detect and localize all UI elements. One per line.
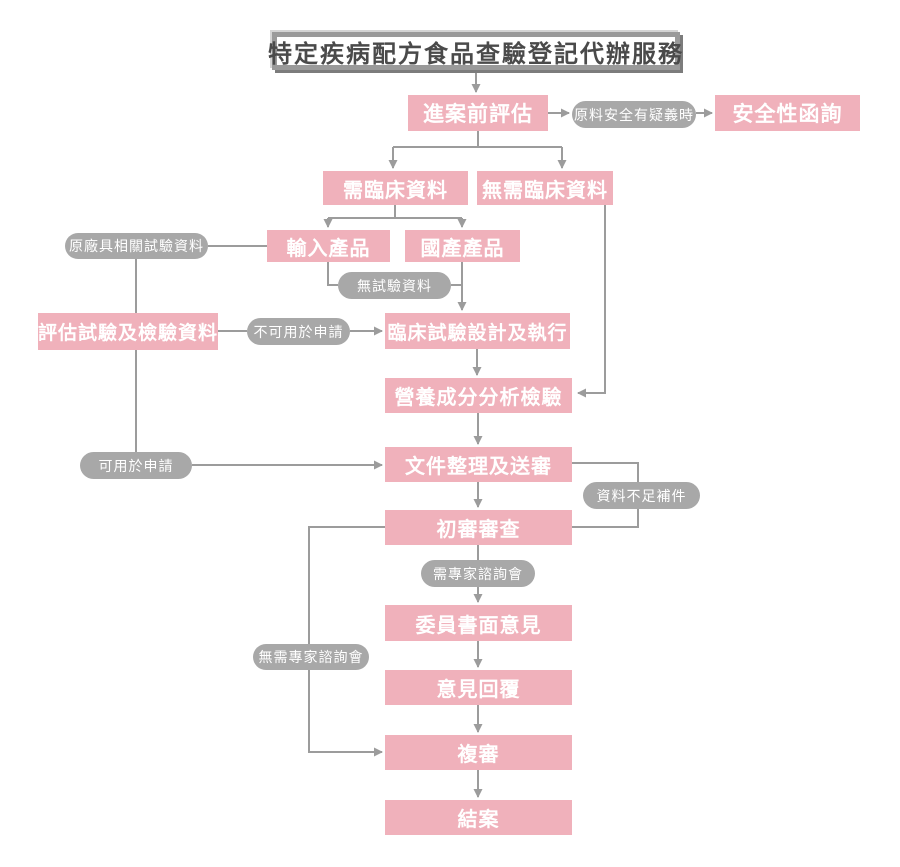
node-eval-test: 評估試驗及檢驗資料 [38,313,218,350]
node-pre-assessment: 進案前評估 [408,95,548,131]
node-nutrition: 營養成分分析檢驗 [385,378,572,413]
node-clinical-trial: 臨床試驗設計及執行 [385,313,570,349]
node-safety-inquiry: 安全性函詢 [715,95,860,131]
node-need-clinical: 需臨床資料 [323,171,468,205]
node-no-expert: 無需專家諮詢會 [253,644,369,670]
node-first-review: 初審審查 [385,510,572,545]
node-no-clinical: 無需臨床資料 [477,171,613,205]
flowchart-title: 特定疾病配方食品查驗登記代辦服務 [268,32,682,70]
node-material-safety: 原料安全有疑義時 [572,101,696,128]
node-reply: 意見回覆 [385,670,572,705]
node-committee: 委員書面意見 [385,605,572,641]
node-need-expert: 需專家諮詢會 [421,560,535,587]
node-original-test: 原廠具相關試驗資料 [65,233,208,259]
node-second-review: 複審 [385,735,572,770]
node-doc-submit: 文件整理及送審 [385,447,572,482]
node-applicable: 可用於申請 [80,452,192,479]
node-no-test: 無試驗資料 [338,272,451,299]
node-imported: 輸入產品 [267,230,390,262]
node-domestic: 國產產品 [405,230,520,262]
node-not-applicable: 不可用於申請 [247,318,350,345]
node-closing: 結案 [385,800,572,835]
node-insufficient: 資料不足補件 [583,482,700,509]
